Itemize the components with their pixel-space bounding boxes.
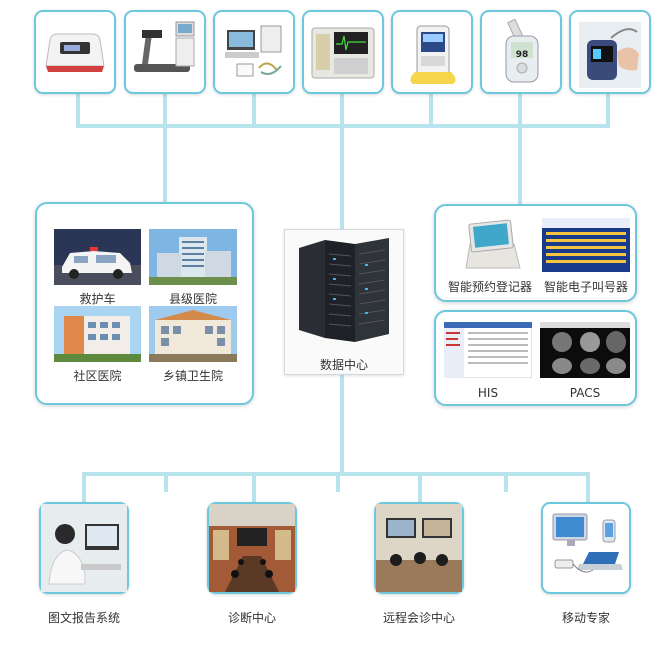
mobile-devices-icon [552, 513, 623, 573]
data-center-card: 数据中心 [284, 229, 404, 375]
device-card-monitoring [213, 10, 295, 94]
report-workstation-icon [41, 504, 127, 592]
glucose-reading: 98 [515, 50, 529, 60]
township-clinic-label: 乡镇卫生院 [162, 369, 223, 383]
weighing-scale-icon [45, 33, 105, 72]
registration-kiosk-label: 智能预约登记器 [447, 280, 532, 294]
consultation-room-icon [376, 504, 462, 592]
endpoint-card-report [39, 502, 129, 594]
community-hospital-photo [54, 306, 141, 362]
county-hospital-photo [149, 229, 237, 285]
smart-services-panel: 智能预约登记器 智能电子叫号器 [434, 204, 637, 302]
county-hospital-label: 县级医院 [168, 292, 217, 306]
monitoring-station-icon [225, 25, 282, 77]
ambulance-photo [54, 229, 141, 285]
endpoint-card-diagnosis [207, 502, 297, 594]
queue-display-label: 智能电子叫号器 [543, 280, 628, 294]
glucose-meter-icon [505, 18, 539, 83]
device-card-bp-monitor [391, 10, 473, 94]
server-rack-icon [299, 238, 389, 342]
queue-display-image [542, 218, 630, 272]
device-card-ecg [302, 10, 384, 94]
device-card-oximeter [569, 10, 651, 94]
endpoint-label-diagnosis: 诊断中心 [227, 611, 276, 625]
registration-kiosk-image [450, 216, 530, 274]
data-center-label: 数据中心 [319, 358, 368, 372]
endpoint-label-mobile-expert: 移动专家 [561, 611, 610, 625]
pacs-label: PACS [569, 386, 601, 400]
his-label: HIS [477, 386, 499, 400]
his-screenshot [444, 322, 532, 378]
diagnosis-room-icon [209, 504, 295, 592]
endpoint-card-consultation [374, 502, 464, 594]
ambulance-label: 救护车 [79, 292, 116, 306]
blood-pressure-monitor-icon [410, 25, 456, 84]
township-clinic-photo [149, 306, 237, 362]
hospital-network-panel: 救护车 县级医院 社区医院 [35, 202, 254, 405]
pacs-screenshot [540, 322, 630, 378]
hospital-systems-panel: HIS PACS [434, 310, 637, 406]
pulse-oximeter-icon [579, 22, 641, 88]
device-card-treadmill [124, 10, 206, 94]
endpoint-label-report: 图文报告系统 [47, 611, 120, 625]
device-card-scale [34, 10, 116, 94]
endpoint-card-mobile-expert [541, 502, 631, 594]
endpoint-label-consultation: 远程会诊中心 [382, 611, 455, 625]
ecg-machine-icon [311, 27, 375, 79]
treadmill-icon [134, 21, 195, 72]
community-hospital-label: 社区医院 [73, 369, 122, 383]
device-card-glucose: 98 [480, 10, 562, 94]
